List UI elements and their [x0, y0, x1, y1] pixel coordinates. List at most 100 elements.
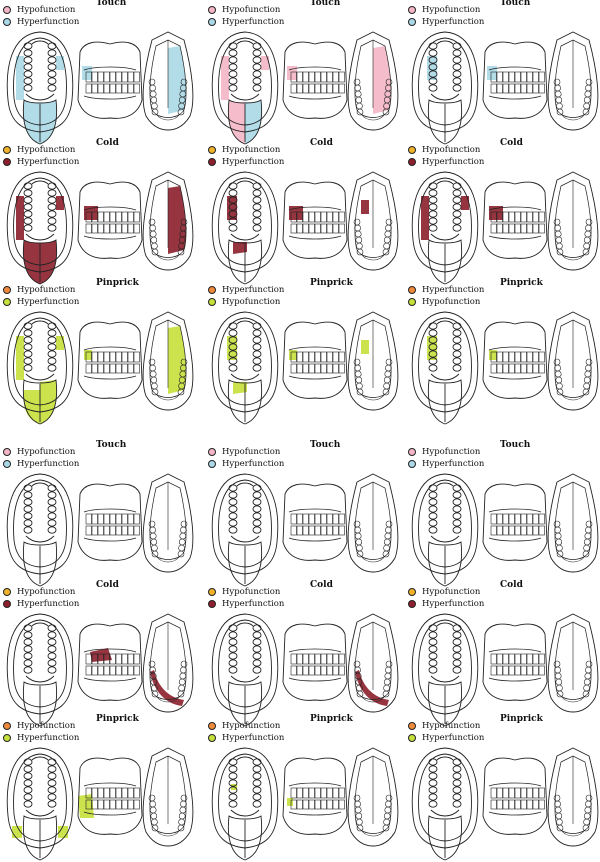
lower-jaw-diagram [547, 171, 599, 271]
oral-diagram [6, 31, 194, 145]
legend-item: Hyperfunction [3, 732, 79, 744]
legend-item: Hyperfunction [408, 598, 484, 610]
affected-region [16, 336, 64, 380]
panel-title: Pinprick [500, 278, 543, 288]
affected-region [233, 382, 247, 394]
affected-region [84, 206, 98, 220]
legend-item: Hypofunction [408, 446, 484, 458]
legend-swatch-icon [3, 722, 11, 730]
legend-label: Hyperfunction [222, 17, 285, 27]
frontal-teeth-diagram [77, 483, 143, 561]
affected-region [16, 196, 64, 240]
oral-diagram [6, 473, 194, 587]
affected-region [16, 56, 64, 100]
legend-item: Hyperfunction [208, 284, 284, 296]
oral-diagram [211, 311, 399, 425]
affected-region [355, 670, 389, 706]
frontal-teeth-diagram [77, 321, 143, 399]
legend-label: Hypofunction [17, 447, 76, 457]
affected-region [84, 350, 92, 360]
panel-title: Touch [310, 440, 341, 450]
lower-jaw-diagram [347, 747, 399, 847]
lower-jaw-diagram [142, 31, 194, 131]
affected-region [287, 798, 293, 806]
legend-item: Hypofunction [408, 144, 484, 156]
legend-item: Hyperfunction [408, 458, 484, 470]
legend-label: Hyperfunction [222, 599, 285, 609]
affected-region [228, 100, 245, 144]
legend-item: Hypofunction [208, 4, 284, 16]
legend-label: Hypofunction [17, 587, 76, 597]
panel-title: Touch [310, 0, 341, 8]
legend-label: Hypofunction [17, 5, 76, 15]
legend-item: Hypofunction [208, 144, 284, 156]
mouth-diagram [6, 473, 74, 587]
legend-label: Hypofunction [222, 587, 281, 597]
panel-title: Touch [500, 440, 531, 450]
legend-label: Hypofunction [422, 145, 481, 155]
panel-title: Cold [310, 580, 333, 590]
affected-region [489, 350, 497, 360]
mouth-diagram [211, 613, 279, 727]
legend-label: Hyperfunction [422, 285, 485, 295]
panel-title: Cold [96, 138, 119, 148]
oral-diagram [211, 171, 399, 285]
legend-label: Hypofunction [222, 447, 281, 457]
legend-swatch-icon [3, 6, 11, 14]
lower-jaw-diagram [142, 747, 194, 847]
legend-swatch-icon [208, 722, 216, 730]
panel-title: Cold [500, 138, 523, 148]
legend-item: Hypofunction [408, 4, 484, 16]
legend-swatch-icon [408, 146, 416, 154]
frontal-teeth-diagram [482, 757, 548, 835]
affected-region [289, 350, 297, 360]
legend-item: Hyperfunction [408, 732, 484, 744]
legend-label: Hyperfunction [422, 17, 485, 27]
legend-label: Hypofunction [222, 5, 281, 15]
legend-swatch-icon [3, 286, 11, 294]
affected-region [361, 200, 369, 214]
legend-label: Hypofunction [422, 297, 481, 307]
frontal-teeth-diagram [282, 623, 348, 701]
oral-diagram [6, 311, 194, 425]
legend-swatch-icon [3, 588, 11, 596]
lower-jaw-diagram [547, 473, 599, 573]
affected-region [489, 206, 503, 220]
legend-swatch-icon [408, 158, 416, 166]
legend-swatch-icon [408, 734, 416, 742]
affected-region [221, 56, 269, 100]
mouth-diagram [211, 31, 279, 145]
lower-jaw-diagram [347, 473, 399, 573]
lower-jaw-diagram [547, 747, 599, 847]
legend-swatch-icon [3, 460, 11, 468]
legend-swatch-icon [408, 600, 416, 608]
legend-swatch-icon [208, 158, 216, 166]
panel-title: Pinprick [96, 278, 139, 288]
legend-label: Hyperfunction [17, 459, 80, 469]
panel-title: Touch [96, 0, 127, 8]
legend-swatch-icon [408, 722, 416, 730]
legend-item: Hyperfunction [3, 16, 79, 28]
legend-item: Hyperfunction [3, 156, 79, 168]
affected-region [289, 206, 303, 220]
legend-item: Hypofunction [408, 720, 484, 732]
legend-swatch-icon [208, 18, 216, 26]
lower-jaw-diagram [142, 171, 194, 271]
oral-diagram [6, 747, 194, 861]
panel-title: Cold [310, 138, 333, 148]
legend-swatch-icon [408, 6, 416, 14]
